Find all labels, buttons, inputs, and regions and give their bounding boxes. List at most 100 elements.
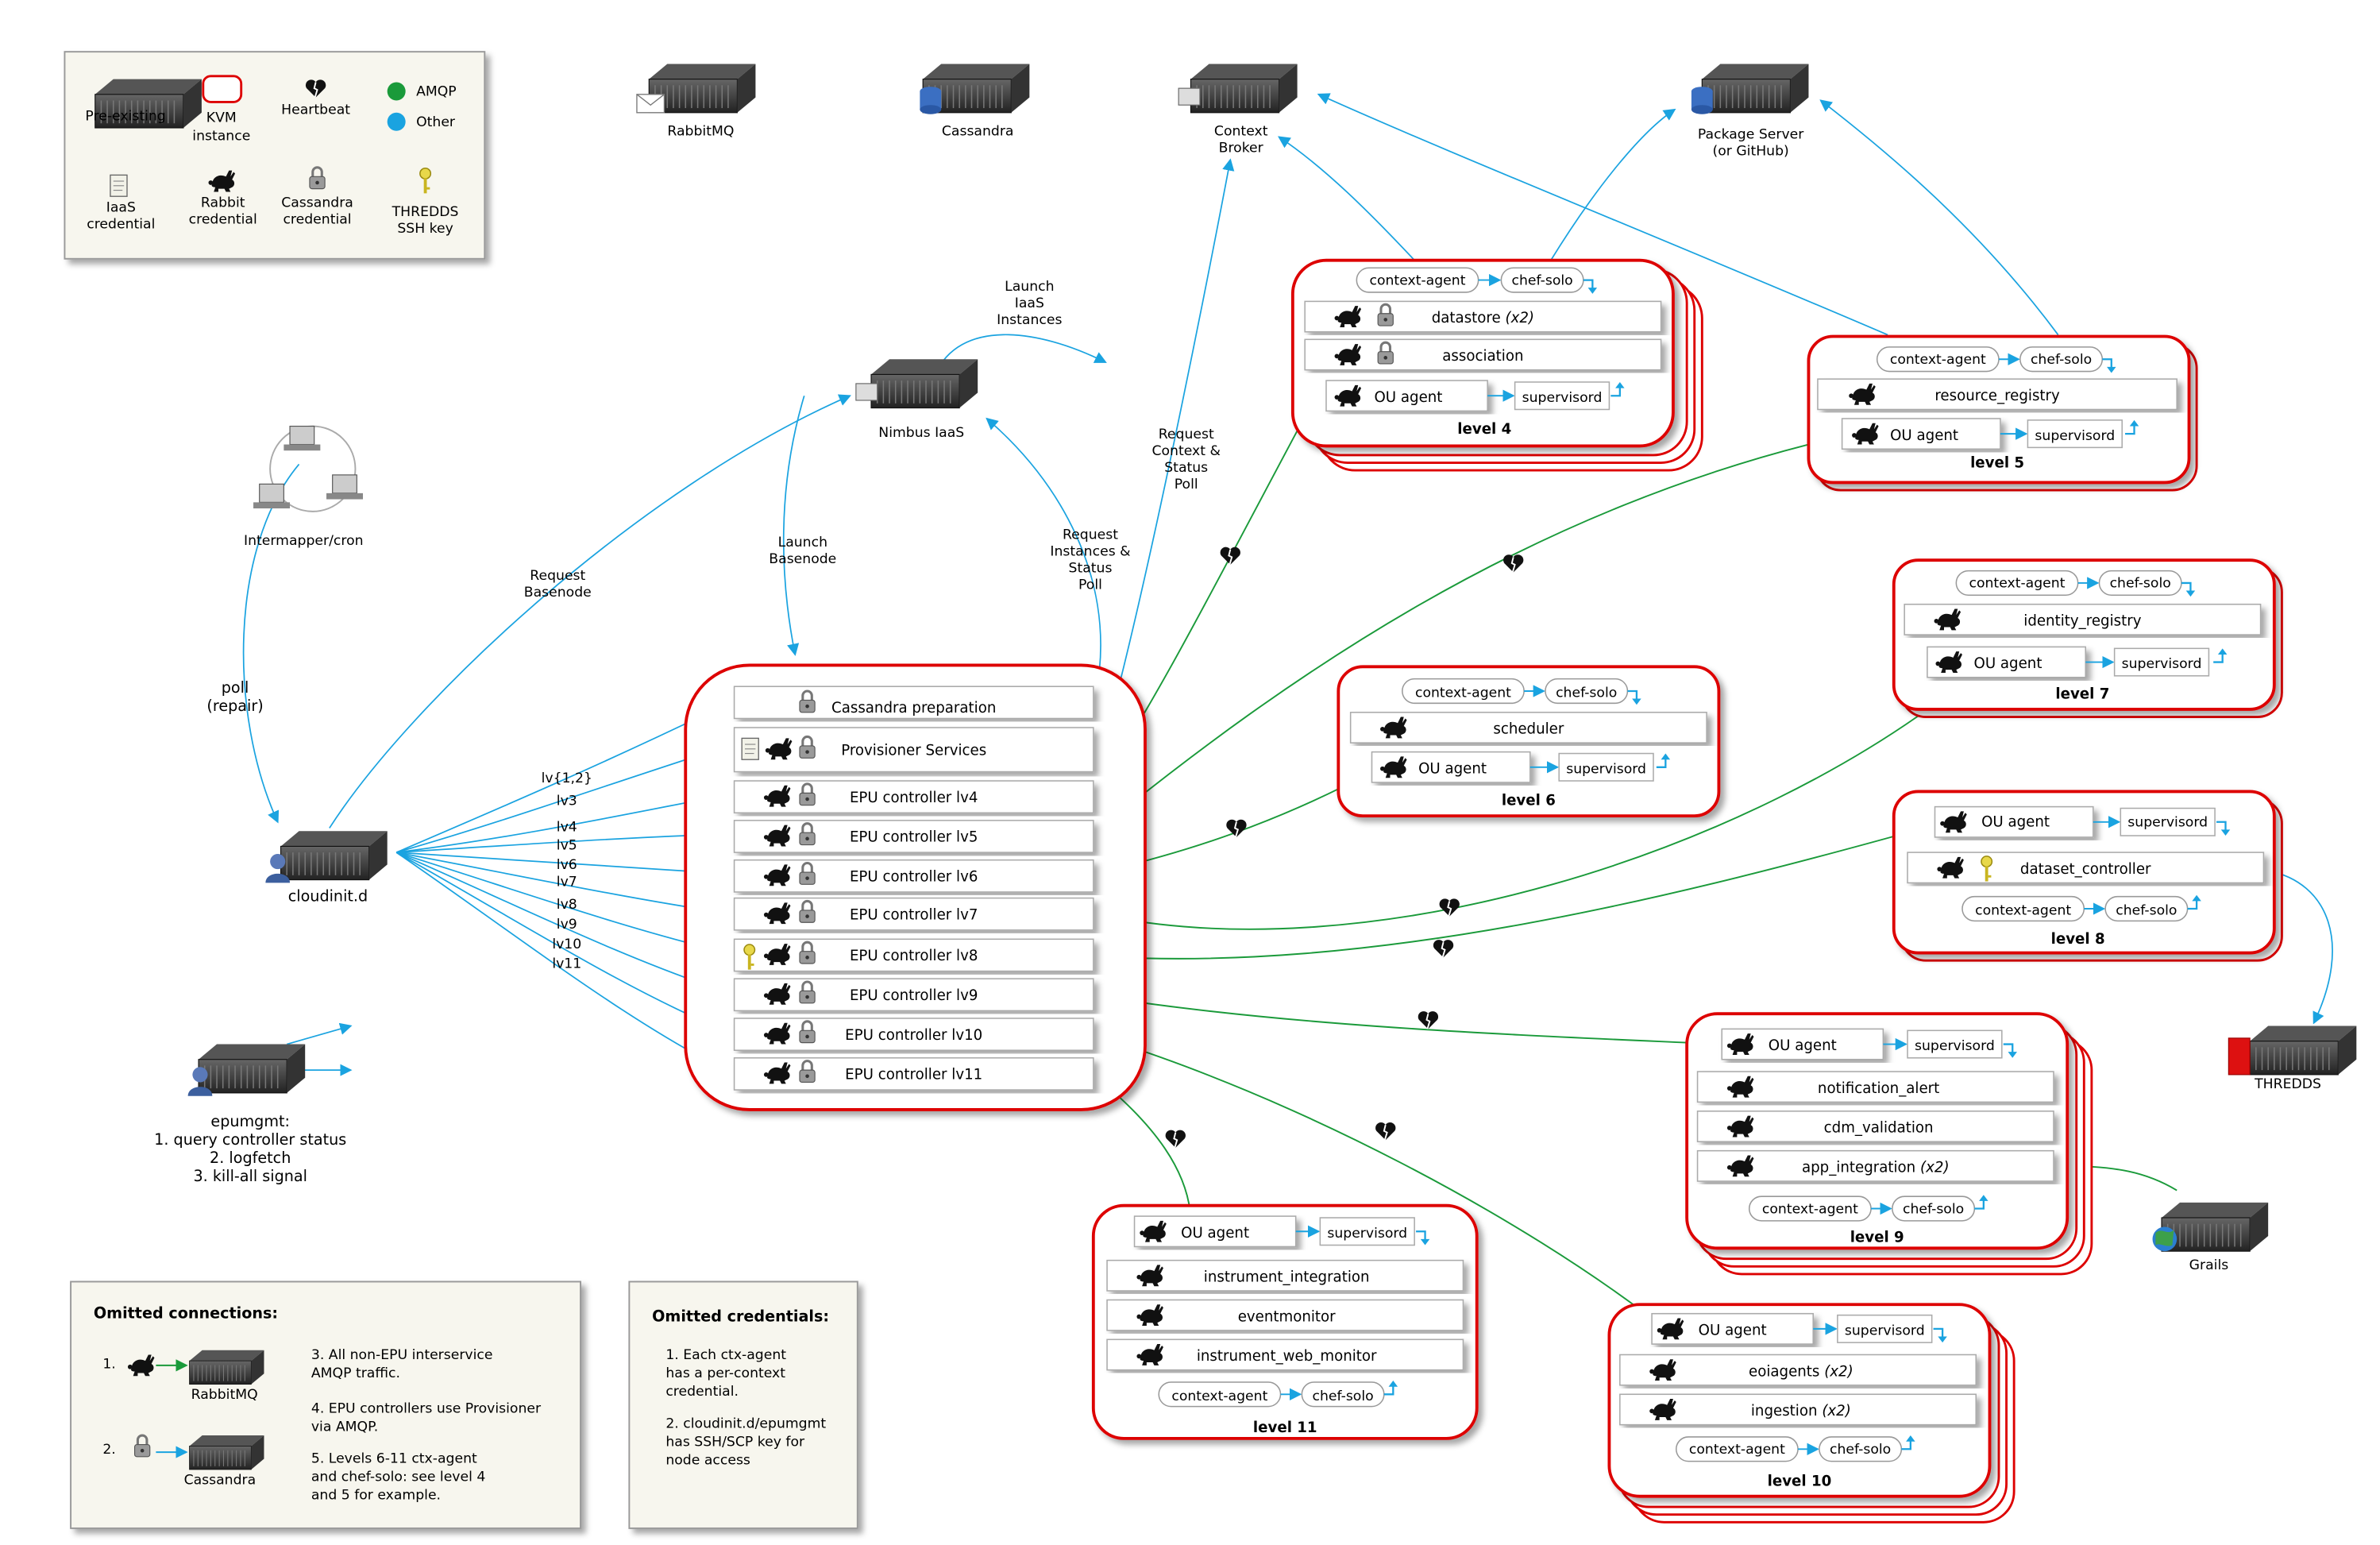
- row-label: Cassandra preparation: [831, 700, 996, 716]
- level-8-instance: OU agent supervisord dataset_controller …: [1892, 790, 2283, 962]
- server-icon: [1190, 63, 1298, 114]
- chef-solo-label: chef-solo: [1556, 686, 1617, 701]
- row-label: EPU controller lv6: [850, 869, 978, 886]
- epumgmt-item: 1. query controller status: [154, 1130, 346, 1149]
- note-title: Omitted credentials:: [652, 1307, 829, 1325]
- workstation-icon: [253, 483, 291, 509]
- row-label: EPU controller lv10: [845, 1027, 982, 1044]
- basenode-row: EPU controller lv6: [733, 859, 1094, 893]
- row-label: cdm_validation: [1824, 1120, 1934, 1137]
- server-icon: [2161, 1201, 2270, 1253]
- fan-label: lv9: [557, 917, 577, 933]
- chef-solo-label: chef-solo: [1903, 1201, 1964, 1217]
- omitted-credentials-note: Omitted credentials: 1. Each ctx-agent h…: [628, 1280, 858, 1529]
- supervisord-label: supervisord: [1522, 390, 1603, 406]
- server-thredds: THREDDS: [2228, 1025, 2358, 1092]
- legend-heartbeat: Heartbeat: [281, 102, 350, 118]
- supervisord-label: supervisord: [2122, 656, 2202, 672]
- database-icon: [1691, 87, 1713, 114]
- user-icon: [270, 854, 286, 870]
- row-label: dataset_controller: [2020, 861, 2151, 878]
- server-cloudinit: cloudinit.d: [265, 830, 388, 905]
- ou-agent-label: OU agent: [1981, 814, 2050, 831]
- supervisord-label: supervisord: [1327, 1226, 1407, 1242]
- server-cassandra: Cassandra: [920, 63, 1031, 140]
- edge-label: Instances &: [1050, 543, 1130, 559]
- row-label: eoiagents (x2): [1749, 1363, 1853, 1380]
- cloudinit-label: cloudinit.d: [288, 886, 368, 905]
- legend-iaas-l2: credential: [87, 216, 155, 232]
- row-label: EPU controller lv11: [845, 1067, 982, 1083]
- context-broker-label: Broker: [1219, 141, 1264, 156]
- context-agent-label: context-agent: [1689, 1442, 1785, 1458]
- edge-label: Request: [530, 568, 585, 584]
- row-label: association: [1442, 348, 1523, 365]
- fan-label: lv8: [557, 897, 577, 913]
- chef-solo-label: chef-solo: [1830, 1442, 1891, 1458]
- edge-label: Status: [1069, 561, 1113, 577]
- fan-label: lv3: [557, 794, 577, 809]
- fan-label: lv5: [557, 837, 577, 853]
- monitor-icon: [1178, 87, 1201, 106]
- legend-iaas-l1: IaaS: [106, 199, 136, 215]
- ou-agent-label: OU agent: [1974, 655, 2042, 672]
- iaas-credential-icon: [110, 174, 128, 197]
- server-icon: [648, 63, 757, 114]
- basenode-row: EPU controller lv7: [733, 897, 1094, 931]
- context-agent-label: context-agent: [1171, 1389, 1267, 1404]
- epumgmt-item: 2. logfetch: [210, 1149, 291, 1167]
- note-item: credential.: [665, 1384, 739, 1400]
- edge-label: Launch: [778, 535, 827, 550]
- legend-kvm-l1: KVM: [206, 110, 237, 126]
- level-10-instance: OU agent supervisord eoiagents (x2) inge…: [1607, 1303, 2015, 1524]
- legend-cass-l2: credential: [283, 212, 351, 228]
- note-item: AMQP traffic.: [311, 1365, 400, 1381]
- edge-label: Basenode: [524, 585, 592, 601]
- context-agent-label: context-agent: [1975, 903, 2071, 919]
- book-icon: [2228, 1037, 2251, 1076]
- level-11-instance: OU agent supervisord instrument_integrat…: [1091, 1203, 1479, 1440]
- edge-label: poll: [222, 678, 249, 697]
- row-label: datastore (x2): [1432, 310, 1534, 326]
- user-icon: [192, 1067, 208, 1083]
- note-item: 3. All non-EPU interservice: [311, 1347, 493, 1363]
- server-icon: [870, 358, 979, 409]
- basenode-row: EPU controller lv10: [733, 1018, 1094, 1051]
- basenode-row: EPU controller lv8: [733, 938, 1094, 972]
- package-server-label: Package Server: [1698, 126, 1804, 142]
- heartbeat-icon: [1417, 1010, 1440, 1030]
- level-title: level 9: [1850, 1230, 1904, 1246]
- legend-other: Other: [416, 114, 456, 130]
- server-rabbitmq: RabbitMQ: [636, 63, 757, 140]
- note-item: 1. Each ctx-agent: [665, 1347, 786, 1363]
- row-label: ingestion (x2): [1751, 1403, 1851, 1419]
- heartbeat-icon: [1219, 546, 1241, 566]
- server-package-server: Package Server (or GitHub): [1691, 63, 1810, 159]
- ou-agent-label: OU agent: [1181, 1225, 1249, 1242]
- edge-label: Launch: [1005, 279, 1054, 295]
- edge-label: Request: [1063, 527, 1118, 543]
- rabbitmq-label: RabbitMQ: [667, 124, 734, 140]
- epumgmt-title: epumgmt:: [210, 1112, 290, 1130]
- supervisord-label: supervisord: [2035, 428, 2115, 444]
- legend-rabbit-l2: credential: [189, 212, 257, 228]
- server-grails: Grails: [2152, 1201, 2270, 1273]
- edge-label: IaaS: [1015, 295, 1044, 311]
- level-title: level 4: [1457, 421, 1511, 438]
- fan-label: lv11: [552, 956, 581, 972]
- fan-label: lv7: [557, 874, 577, 890]
- level-title: level 7: [2055, 686, 2109, 703]
- supervisord-label: supervisord: [1915, 1038, 1995, 1054]
- note-item: 4. EPU controllers use Provisioner: [311, 1400, 542, 1416]
- note-item: 1.: [102, 1357, 115, 1373]
- kvm-swatch: [202, 75, 243, 103]
- legend-amqp: AMQP: [416, 84, 457, 100]
- ou-agent-label: OU agent: [1699, 1323, 1767, 1339]
- server-icon: [188, 1350, 265, 1385]
- cassandra-label: Cassandra: [942, 124, 1014, 140]
- legend-thredds-l1: THREDDS: [392, 204, 459, 220]
- level-7-instance: context-agent chef-solo identity_registr…: [1892, 558, 2283, 718]
- edge-label: Request: [1159, 427, 1214, 442]
- note-title: Omitted connections:: [94, 1304, 278, 1322]
